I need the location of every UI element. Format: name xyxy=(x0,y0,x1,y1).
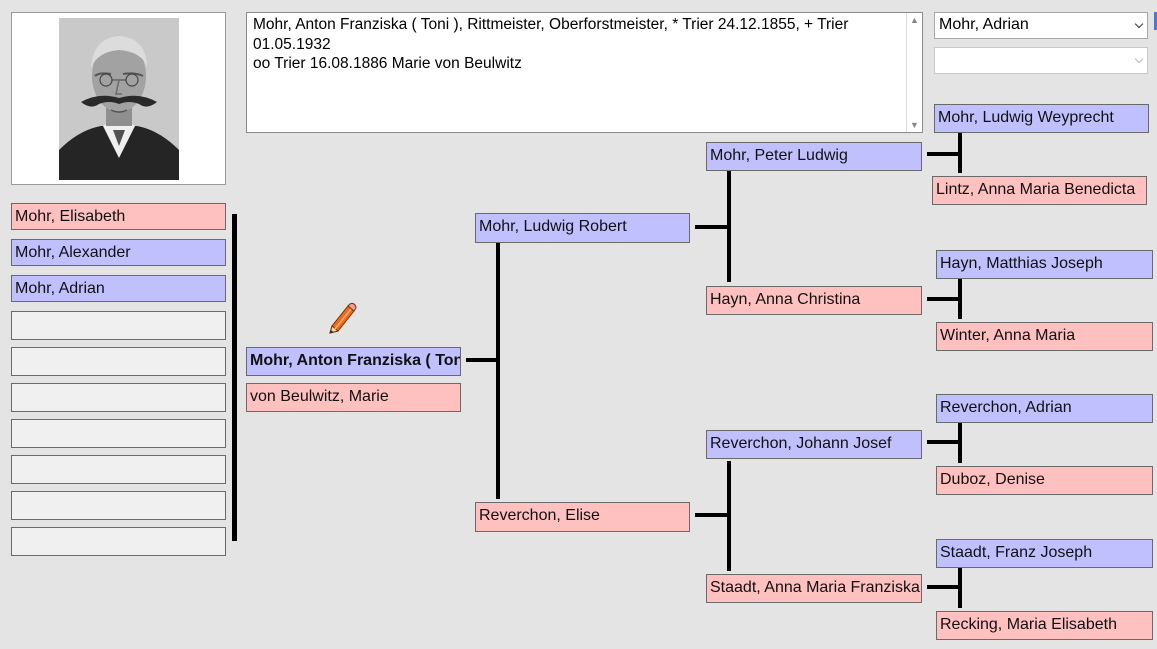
connector-line xyxy=(958,423,962,463)
connector-line xyxy=(927,585,961,589)
connector-line xyxy=(496,243,500,499)
great-grandparent-box[interactable]: Recking, Maria Elisabeth xyxy=(936,611,1153,640)
connector-line xyxy=(927,440,961,444)
connector-line xyxy=(927,297,961,301)
father-box[interactable]: Mohr, Ludwig Robert xyxy=(475,213,690,243)
person-select[interactable]: Mohr, Adrian xyxy=(934,12,1148,39)
great-grandparent-box[interactable]: Lintz, Anna Maria Benedicta xyxy=(932,176,1147,205)
great-grandparent-box[interactable]: Staadt, Franz Joseph xyxy=(936,539,1153,568)
person-photo-frame xyxy=(11,12,226,185)
proband-box[interactable]: Mohr, Anton Franziska ( Toni ) xyxy=(246,347,461,376)
window-edge-accent xyxy=(1154,12,1157,30)
portrait-photo xyxy=(59,18,179,180)
great-grandparent-box[interactable]: Duboz, Denise xyxy=(936,466,1153,495)
chevron-down-icon xyxy=(1134,54,1144,64)
chevron-down-icon xyxy=(1134,19,1144,29)
connector-line xyxy=(958,568,962,608)
grandmother-maternal-box[interactable]: Staadt, Anna Maria Franziska xyxy=(706,574,922,603)
connector-line xyxy=(695,225,730,229)
pencil-icon[interactable] xyxy=(326,302,358,338)
mother-box[interactable]: Reverchon, Elise xyxy=(475,502,690,532)
sibling-box-empty[interactable] xyxy=(11,491,226,520)
sibling-box-empty[interactable] xyxy=(11,419,226,448)
sibling-box[interactable]: Mohr, Adrian xyxy=(11,275,226,302)
connector-line xyxy=(927,152,961,156)
great-grandparent-box[interactable]: Reverchon, Adrian xyxy=(936,394,1153,423)
scroll-down-arrow-icon[interactable]: ▼ xyxy=(910,120,919,130)
secondary-select[interactable] xyxy=(934,47,1148,74)
grandmother-paternal-box[interactable]: Hayn, Anna Christina xyxy=(706,286,922,315)
connector-line xyxy=(727,170,731,282)
great-grandparent-box[interactable]: Winter, Anna Maria xyxy=(936,322,1153,351)
sibling-bracket-line xyxy=(232,214,237,541)
sibling-box[interactable]: Mohr, Alexander xyxy=(11,239,226,266)
grandfather-paternal-box[interactable]: Mohr, Peter Ludwig xyxy=(706,142,922,171)
connector-line xyxy=(958,279,962,319)
person-info-textarea[interactable]: Mohr, Anton Franziska ( Toni ), Rittmeis… xyxy=(246,12,923,133)
sibling-box[interactable]: Mohr, Elisabeth xyxy=(11,203,226,230)
grandfather-maternal-box[interactable]: Reverchon, Johann Josef xyxy=(706,430,922,459)
connector-line xyxy=(695,513,730,517)
connector-line xyxy=(958,133,962,173)
sibling-box-empty[interactable] xyxy=(11,455,226,484)
person-select-value: Mohr, Adrian xyxy=(939,16,1029,33)
sibling-box-empty[interactable] xyxy=(11,347,226,376)
great-grandparent-box[interactable]: Hayn, Matthias Joseph xyxy=(936,250,1153,279)
person-info-text: Mohr, Anton Franziska ( Toni ), Rittmeis… xyxy=(253,16,849,72)
info-scrollbar[interactable]: ▲ ▼ xyxy=(906,13,922,132)
connector-line xyxy=(727,461,731,571)
spouse-box[interactable]: von Beulwitz, Marie xyxy=(246,383,461,412)
sibling-box-empty[interactable] xyxy=(11,311,226,340)
connector-line xyxy=(466,358,500,362)
scroll-up-arrow-icon[interactable]: ▲ xyxy=(910,15,919,25)
sibling-box-empty[interactable] xyxy=(11,383,226,412)
great-grandparent-box[interactable]: Mohr, Ludwig Weyprecht xyxy=(934,104,1149,133)
sibling-box-empty[interactable] xyxy=(11,527,226,556)
